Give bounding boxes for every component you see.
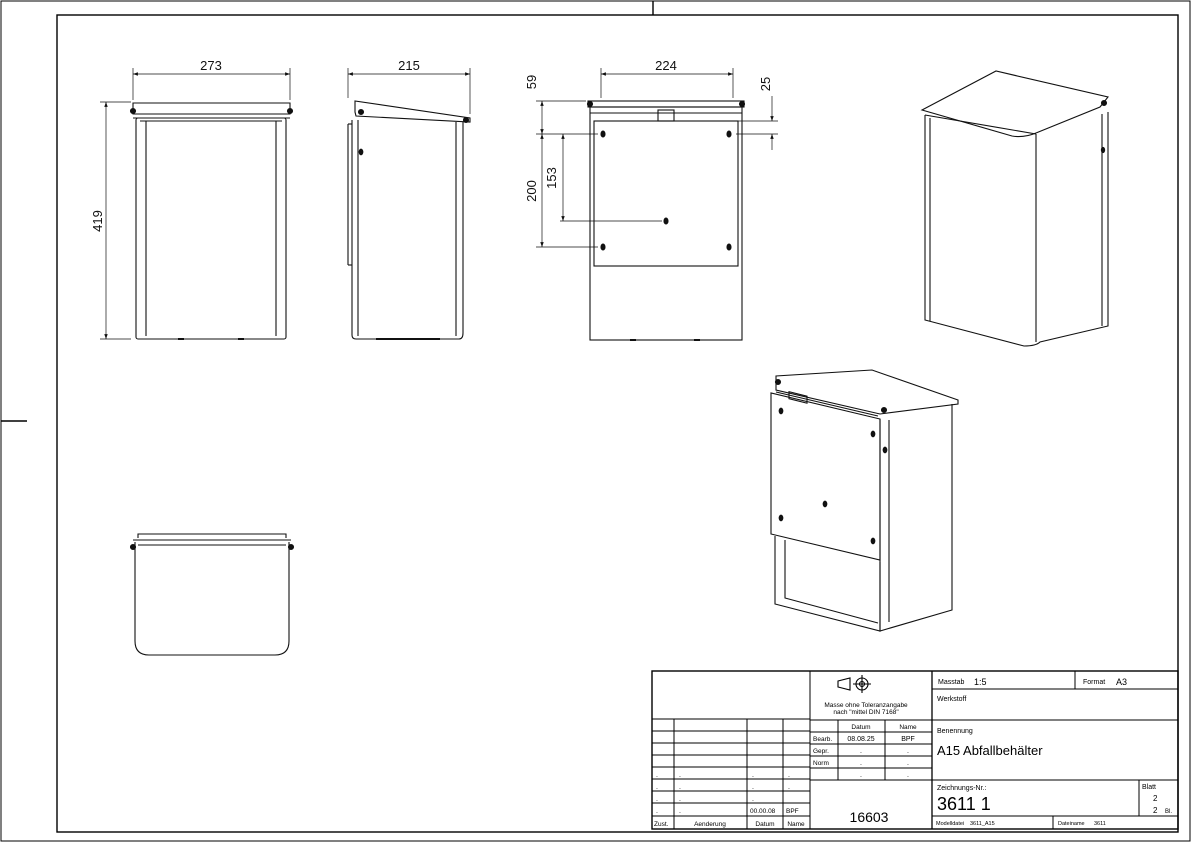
blatt-value: 2 [1153, 794, 1158, 803]
benennung-value: A15 Abfallbehälter [937, 743, 1043, 758]
rev-dot-c1: . [752, 772, 754, 779]
front-dimensions [100, 68, 291, 340]
tolerance-note-line2: nach "mittel DIN 7168" [833, 709, 899, 716]
rev-dot-b2: . [679, 784, 681, 791]
side-view [347, 100, 471, 340]
dim-back-right-offset: 25 [758, 77, 773, 91]
masstab-label: Masstab [938, 679, 965, 686]
blatt-unit: Bl. [1165, 809, 1172, 815]
rev-dot-a2: . [656, 784, 658, 791]
masstab-value: 1:5 [974, 677, 987, 687]
werkstoff-label: Werkstoff [937, 696, 966, 703]
drawing-number: 16603 [850, 809, 889, 825]
dim-back-hole-outer: 200 [524, 180, 539, 202]
zeichnungsnr-value: 3611 1 [937, 794, 991, 814]
rev-dot-a4: . [656, 808, 658, 815]
rev-dot-b3: . [679, 796, 681, 803]
dim-height: 419 [90, 210, 105, 232]
norm-label: Norm [813, 760, 829, 767]
name-label: Name [787, 821, 805, 828]
modell-label: Modelldatei [936, 821, 964, 827]
rev-dot-a1: . [656, 772, 658, 779]
bearb-name: BPF [901, 736, 915, 743]
side-dimensions [347, 68, 471, 114]
blatt-total: 2 [1153, 806, 1158, 815]
zeichnungsnr-label: Zeichnungs-Nr.: [937, 785, 986, 792]
gepr-label: Gepr. [813, 748, 829, 755]
blatt-label: Blatt [1142, 784, 1156, 791]
top-view [129, 533, 295, 656]
tolerance-note-line1: Masse ohne Toleranzangabe [824, 702, 908, 709]
aenderung-label: Aenderung [694, 821, 726, 828]
rev-dot-c2: . [752, 784, 754, 791]
dim-front-width: 273 [200, 58, 222, 73]
front-view [129, 102, 294, 340]
dim-back-hole-inner: 153 [544, 167, 559, 189]
rev-dot-d1: . [788, 772, 790, 779]
norm-datum: . [860, 760, 862, 767]
isometric-view-rear [770, 369, 959, 632]
format-value: A3 [1116, 677, 1127, 687]
norm-name: . [907, 760, 909, 767]
dim-back-top: 59 [524, 75, 539, 89]
format-label: Format [1083, 679, 1105, 686]
dim-back-width: 224 [655, 58, 677, 73]
gepr-name: . [907, 748, 909, 755]
back-dimensions [536, 68, 778, 248]
rev-dot-a3: . [656, 796, 658, 803]
datum-header: Datum [851, 724, 870, 731]
modell-value: 3611_A15 [970, 821, 995, 827]
bearb-label: Bearb. [813, 736, 832, 743]
rev-datum: 00.00.08 [750, 808, 776, 815]
norm-datum-2: . [860, 772, 862, 779]
rev-name: BPF [786, 808, 799, 815]
benennung-label: Benennung [937, 728, 973, 735]
rev-dot-d2: . [788, 784, 790, 791]
title-block [651, 670, 1179, 830]
zust-label: Zust. [654, 821, 669, 828]
rev-dot-c3: . [752, 796, 754, 803]
gepr-datum: . [860, 748, 862, 755]
norm-name-2: . [907, 772, 909, 779]
rev-dot-b4: . [679, 808, 681, 815]
datei-value: 3611 [1094, 821, 1106, 827]
dim-side-depth: 215 [398, 58, 420, 73]
datum-label: Datum [755, 821, 774, 828]
datei-label: Dateiname [1058, 821, 1085, 827]
rev-dot-b1: . [679, 772, 681, 779]
isometric-view-front [920, 70, 1109, 347]
projection-symbol-icon [837, 675, 871, 693]
back-view [586, 100, 746, 341]
bearb-datum: 08.08.25 [847, 736, 874, 743]
name-header: Name [899, 724, 917, 731]
